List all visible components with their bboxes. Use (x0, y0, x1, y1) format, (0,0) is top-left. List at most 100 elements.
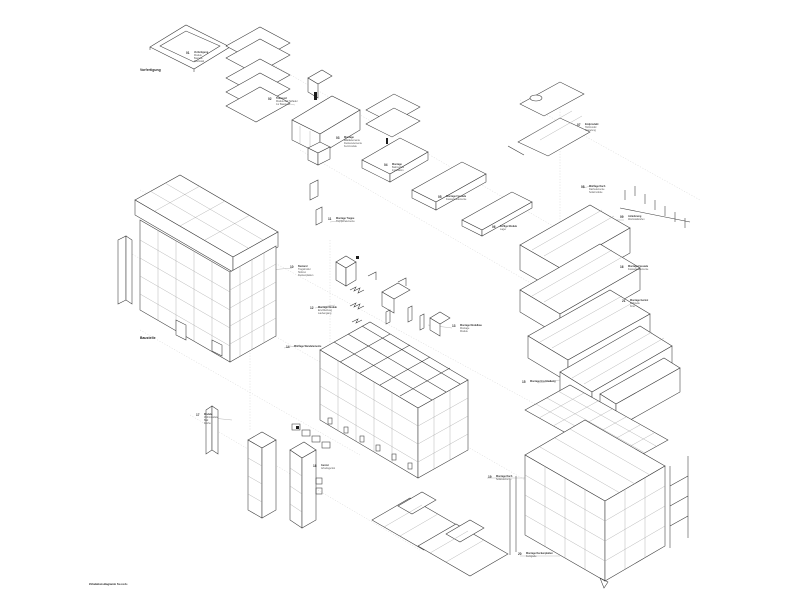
step-title: Endprodukt (585, 123, 599, 126)
step-line: Montage (460, 326, 470, 330)
step-number: 15 (522, 379, 526, 384)
step-line: Werkstattstufen (628, 217, 645, 221)
step-number: 12 (310, 305, 314, 310)
step-line: Fassadenelemente (446, 197, 467, 201)
step-number: 16 (620, 264, 624, 269)
step-title: Montage Dach (496, 475, 513, 478)
step-number: 01 (186, 50, 190, 55)
step-number: 11 (328, 216, 332, 221)
step-number: 17 (196, 412, 200, 417)
step-line: Tragstruktur (298, 267, 311, 271)
step-line: Holzmodul (585, 125, 597, 129)
caption-bold: Zirkulationsdiagramm (89, 583, 117, 586)
step-title: Montage Fassade (446, 195, 467, 198)
step-line: Module (194, 53, 202, 57)
step-number: 06 (492, 224, 496, 229)
step-number: 14 (286, 344, 290, 349)
step-line: Solarelemente (496, 477, 512, 481)
step-line: Treppenelemente (336, 219, 355, 223)
step-line: Laubengang (318, 311, 332, 315)
step-line: Baustelle (630, 301, 640, 305)
step-line: Deckenelemente (344, 141, 362, 145)
diagram-caption: Zirkulationsdiagramm Baustelle (89, 583, 128, 586)
step-number: 19 (488, 474, 492, 479)
step-title: Anlieferung (628, 215, 642, 218)
step-title: Bestand (298, 265, 308, 268)
section-title-prefabrication: Vorfertigung (140, 68, 161, 72)
step-title: Montage Treppe (336, 217, 355, 220)
step-label: 14 Montage Wandelemente (286, 345, 322, 349)
step-title: Montage Wandelemente (294, 345, 322, 348)
step-line: Solarmodule (589, 190, 603, 194)
section-title-text: Vorfertigung (140, 68, 161, 72)
step-title: Montage Module (318, 306, 337, 309)
floor-slab-plan (371, 491, 509, 577)
step-title: Montage Dach (589, 185, 606, 188)
step-number: 20 (518, 551, 522, 556)
step-line: Kernmodule (344, 144, 357, 148)
step-line: Wohnmodule (204, 415, 219, 419)
step-title: Montage (392, 163, 402, 166)
building-block-middle (319, 255, 469, 479)
step-line: Arbeitsgerüst (321, 466, 336, 470)
step-line: Module (460, 329, 468, 333)
step-title: Gerüst (321, 464, 329, 467)
step-line: Bad (204, 418, 209, 422)
step-line: Stützen (298, 270, 307, 274)
step-line: Bauteile (194, 56, 203, 60)
prefab-modules (149, 24, 533, 237)
step-number: 02 (268, 96, 272, 101)
step-number: 04 (384, 162, 388, 167)
step-line: Wandelemente (344, 138, 360, 142)
step-title: Transport (276, 97, 288, 100)
step-title: Vorfertigung (194, 51, 209, 54)
step-number: 07 (577, 122, 581, 127)
step-line: Erschließung (318, 308, 332, 312)
step-number: 03 (336, 135, 340, 140)
step-title: Montage Erschließung (530, 380, 556, 383)
step-line: Installation (392, 168, 404, 172)
step-title: Fertige Module (500, 225, 518, 228)
step-number: 21 (622, 298, 626, 303)
step-line: Kran (630, 304, 636, 308)
step-number: 13 (452, 323, 456, 328)
step-title: Module (204, 413, 213, 416)
step-title: Montage Deckenplatten (526, 552, 553, 555)
step-number: 18 (313, 463, 317, 468)
step-line: Module auf Tieflader (276, 99, 298, 103)
step-line: Deckenplatten (298, 273, 314, 277)
stair-accents (296, 92, 388, 429)
finished-building-scaffold (509, 419, 689, 589)
caption-text: Baustelle (116, 583, 128, 586)
step-line: Lager (500, 227, 507, 231)
step-label: 15 Montage Erschließung (522, 380, 556, 384)
section-title-text: Baustelle (140, 336, 156, 340)
step-line: Fassadenelemente (628, 267, 649, 271)
roof-parts (507, 81, 691, 228)
step-line: Werkstatt (194, 59, 205, 63)
step-number: 05 (438, 194, 442, 199)
step-line: Dachelemente (589, 187, 605, 191)
step-title: Montage Fassade (628, 265, 649, 268)
step-number: 10 (290, 264, 294, 269)
stacked-roof-layers (519, 204, 681, 429)
stair-core-modules (205, 405, 331, 529)
